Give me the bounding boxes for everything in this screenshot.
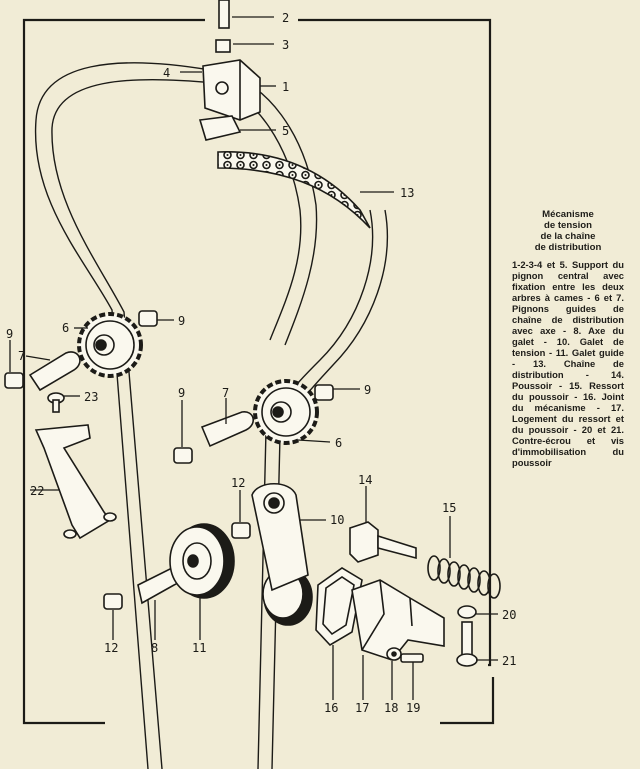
callout-23: 23 xyxy=(84,390,98,404)
callout-4: 4 xyxy=(163,66,170,80)
callout-16: 16 xyxy=(324,701,338,715)
chain-segment xyxy=(217,151,371,229)
callout-11: 11 xyxy=(192,641,206,655)
callout-7-mid: 7 xyxy=(222,386,229,400)
callout-9-left: 9 xyxy=(6,327,13,341)
callout-6-right: 6 xyxy=(335,436,342,450)
callout-3: 3 xyxy=(282,38,289,52)
screw-23 xyxy=(47,392,65,413)
small-blocks xyxy=(4,310,334,610)
callout-2: 2 xyxy=(282,11,289,25)
tension-arm xyxy=(251,483,313,626)
chain-loop xyxy=(34,62,389,769)
left-sprocket xyxy=(77,312,143,378)
callout-8: 8 xyxy=(151,641,158,655)
support-arm xyxy=(34,424,117,540)
support-bracket xyxy=(198,0,261,141)
callout-1: 1 xyxy=(282,80,289,94)
callout-10: 10 xyxy=(330,513,344,527)
caption-body: 1-2-3-4 et 5. Support du pignon central … xyxy=(512,259,624,468)
housing xyxy=(351,579,445,661)
spring xyxy=(427,555,501,599)
callout-20: 20 xyxy=(502,608,516,622)
guide-roller xyxy=(169,523,235,599)
callout-numbers: 2 3 4 1 5 13 6 9 9 7 23 9 7 9 6 22 12 10… xyxy=(6,11,516,715)
callout-9-top: 9 xyxy=(178,314,185,328)
callout-15: 15 xyxy=(442,501,456,515)
washer-and-screw xyxy=(386,647,424,663)
caption: Mécanisme de tension de la chaîne de dis… xyxy=(512,209,624,468)
gasket xyxy=(315,567,363,647)
callout-5: 5 xyxy=(282,124,289,138)
callout-13: 13 xyxy=(400,186,414,200)
callout-9-mid: 9 xyxy=(178,386,185,400)
right-sprocket xyxy=(253,379,319,445)
nut-and-bolt xyxy=(456,605,478,667)
frame-lines xyxy=(22,18,495,725)
callout-22: 22 xyxy=(30,484,44,498)
callout-17: 17 xyxy=(355,701,369,715)
callout-21: 21 xyxy=(502,654,516,668)
callout-12-top: 12 xyxy=(231,476,245,490)
leader-lines xyxy=(9,16,498,700)
push-rod xyxy=(349,521,417,563)
callout-18: 18 xyxy=(384,701,398,715)
callout-9-right: 9 xyxy=(364,383,371,397)
callout-6-left: 6 xyxy=(62,321,69,335)
callout-7-left: 7 xyxy=(18,349,25,363)
callout-19: 19 xyxy=(406,701,420,715)
callout-12-bottom: 12 xyxy=(104,641,118,655)
caption-title: Mécanisme de tension de la chaîne de dis… xyxy=(534,209,602,253)
callout-14: 14 xyxy=(358,473,372,487)
